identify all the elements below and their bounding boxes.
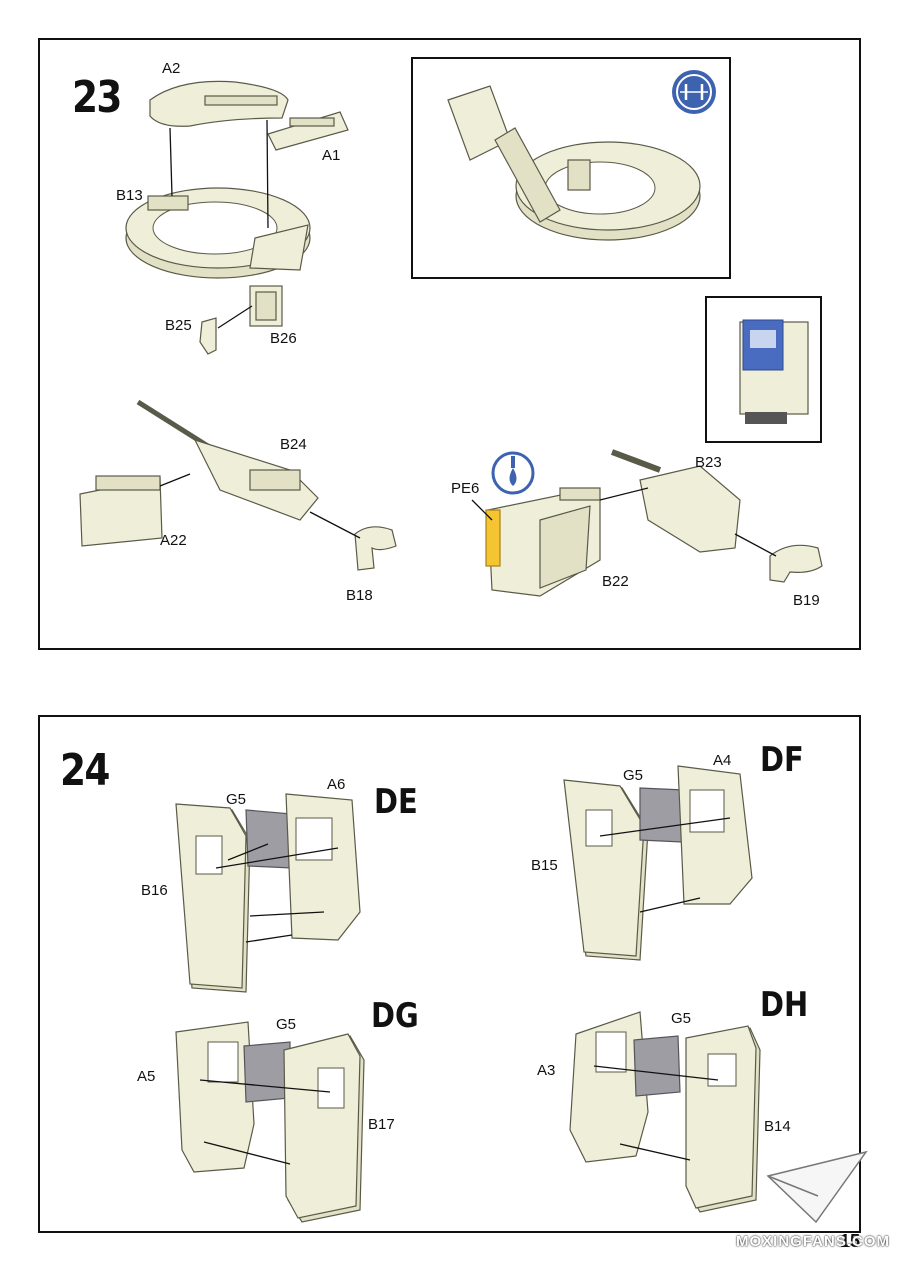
label-b15: B15 [531,857,558,874]
inset-turret-view [447,85,701,241]
watermark-text: MOXINGFANS.COM [735,1233,890,1250]
watermark-logo [766,1150,868,1224]
turret-ring-b13 [125,187,311,279]
label-b13: B13 [116,187,143,204]
gun-b24 [136,399,319,521]
label-a6: A6 [327,776,346,793]
label-b22: B22 [602,573,629,590]
variant-code-de: DE [374,782,418,822]
label-g5-dh: G5 [671,1010,692,1027]
part-b18 [354,526,397,571]
label-b19: B19 [793,592,820,609]
label-b18: B18 [346,587,373,604]
part-b22 [485,487,601,597]
page-number: 15 [839,1231,860,1251]
door-assembly-dh [569,1011,761,1213]
door-assembly-de [175,793,361,993]
label-a4: A4 [713,752,732,769]
part-b25 [199,317,217,355]
variant-code-dh: DH [760,985,809,1025]
label-a3: A3 [537,1062,556,1079]
label-a2: A2 [162,60,181,77]
inset-part-detail [739,319,809,424]
label-b14: B14 [764,1118,791,1135]
label-b16: B16 [141,882,168,899]
label-a5: A5 [137,1068,156,1085]
gun-b23 [610,449,741,553]
label-b24: B24 [280,436,307,453]
door-assembly-dg [175,1021,365,1223]
label-a1: A1 [322,147,341,164]
label-b17: B17 [368,1116,395,1133]
label-g5-df: G5 [623,767,644,784]
part-a22 [79,475,163,547]
door-assembly-df [563,765,753,961]
label-b23: B23 [695,454,722,471]
part-b26 [249,285,283,327]
part-a1 [267,111,349,151]
part-b19 [769,544,823,583]
label-pe6: PE6 [451,480,480,497]
label-g5-dg: G5 [276,1016,297,1033]
variant-code-dg: DG [371,996,419,1036]
rotate-icon [672,70,716,114]
step-number: 23 [72,72,122,123]
label-b25: B25 [165,317,192,334]
variant-code-df: DF [760,740,804,780]
part-a2 [149,80,289,127]
label-g5-de: G5 [226,791,247,808]
step-number: 24 [60,745,110,796]
label-a22: A22 [160,532,187,549]
label-b26: B26 [270,330,297,347]
glue-drop-icon [491,451,535,495]
